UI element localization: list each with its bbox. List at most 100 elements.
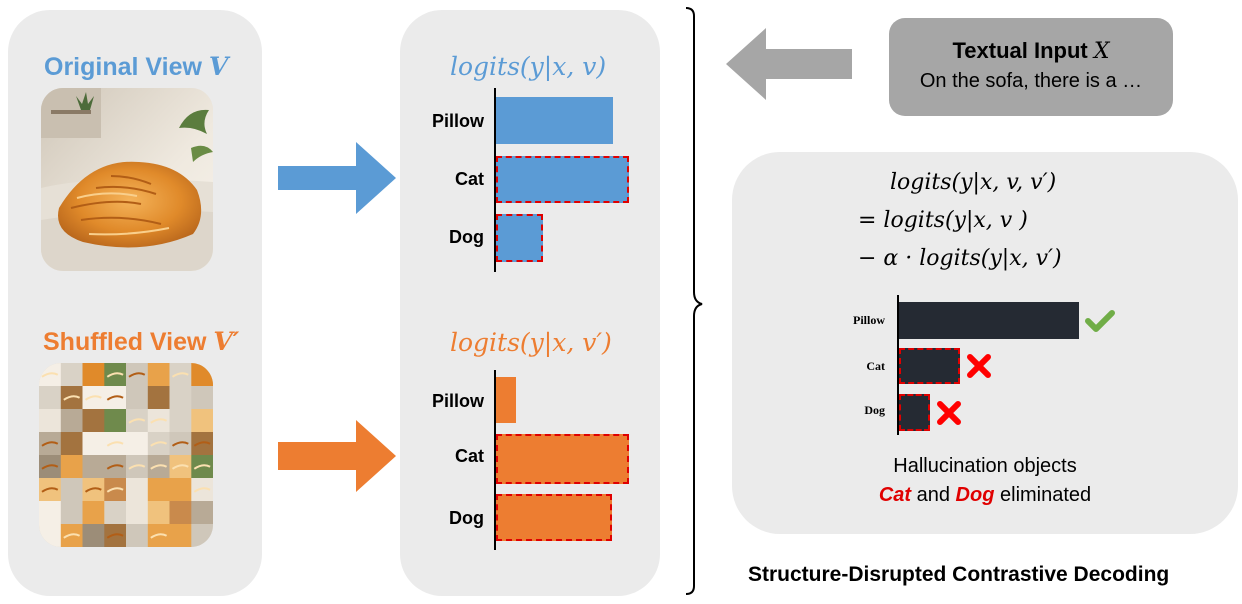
image-patch — [126, 524, 149, 547]
image-patch — [60, 386, 84, 410]
fur-stroke — [106, 464, 124, 470]
textual-input-title-text: Textual Input — [952, 38, 1088, 63]
textual-input-text: On the sofa, there is a … — [919, 70, 1143, 92]
image-patch — [82, 501, 105, 525]
image-patch — [39, 478, 62, 502]
fur-stroke — [106, 372, 124, 378]
image-patch — [104, 432, 127, 456]
image-patch — [82, 455, 105, 479]
image-patch — [39, 363, 62, 387]
fur-stroke — [41, 487, 59, 493]
image-patch — [104, 409, 127, 433]
bracket-icon — [685, 7, 703, 595]
image-patch — [82, 478, 105, 502]
image-patch — [39, 455, 62, 479]
caption-line-1: Hallucination objects — [893, 455, 1077, 477]
image-patch — [82, 386, 105, 410]
original-view-title-text: Original View — [44, 53, 202, 81]
image-patch — [104, 363, 127, 387]
original-view-symbol: V — [208, 52, 229, 81]
image-patch — [169, 363, 192, 387]
shuffled-view-title: Shuffled View V′ — [43, 327, 239, 357]
original-logits-axis — [494, 88, 496, 272]
fur-stroke — [128, 464, 146, 470]
fur-stroke — [150, 464, 168, 470]
caption-highlight-dog: Dog — [955, 484, 995, 506]
image-patch — [191, 363, 213, 387]
image-patch — [191, 455, 213, 479]
original-bar-dog — [496, 214, 543, 262]
image-patch — [191, 501, 213, 525]
fur-stroke — [63, 395, 81, 401]
caption: Hallucination objects Cat and Dog elimin… — [732, 452, 1238, 510]
method-title: Structure-Disrupted Contrastive Decoding — [748, 563, 1170, 586]
caption-and: and — [916, 484, 950, 506]
fur-stroke — [193, 464, 211, 470]
image-patch — [147, 432, 171, 456]
image-patch — [147, 501, 171, 525]
textual-input-box: Textual Input X On the sofa, there is a … — [889, 18, 1173, 116]
cross-icon — [937, 401, 961, 425]
fur-stroke — [193, 487, 211, 493]
image-patch — [191, 432, 213, 456]
shuffled-bar-pillow — [496, 377, 516, 423]
image-patch — [82, 432, 105, 456]
image-patch — [82, 524, 105, 547]
original-label-cat: Cat — [454, 169, 484, 189]
shuffled-view-symbol: V′ — [213, 327, 240, 356]
original-bar-pillow — [496, 97, 613, 144]
shuffled-logits-axis — [494, 370, 496, 550]
image-patch — [169, 455, 192, 479]
contrastive-logits-axis — [897, 295, 899, 435]
contrastive-bar-pillow — [899, 302, 1079, 339]
original-arrow-icon — [278, 142, 396, 214]
shuffled-label-cat: Cat — [454, 446, 484, 466]
caption-line-2: Cat and Dog eliminated — [732, 481, 1238, 510]
image-patch — [104, 501, 127, 525]
image-patch — [169, 386, 192, 410]
image-patch — [126, 455, 149, 479]
image-patch — [104, 386, 127, 410]
image-patch — [82, 409, 105, 433]
fur-stroke — [41, 464, 59, 470]
contrastive-bar-dog — [899, 394, 930, 431]
image-patch — [60, 432, 84, 456]
check-icon — [1085, 310, 1115, 332]
pillow-photo — [41, 88, 213, 271]
original-logits-heading: logits(y|x, v) — [450, 52, 607, 81]
image-patch — [191, 409, 213, 433]
fur-stroke — [84, 487, 102, 493]
fur-stroke — [171, 441, 189, 447]
formula-line-1: logits(y|x, v, v′) — [890, 170, 1057, 195]
image-patch — [126, 501, 149, 525]
shuffled-patches — [39, 363, 213, 547]
original-bar-cat — [496, 156, 629, 203]
shuffled-view-image — [39, 363, 213, 547]
image-patch — [39, 501, 62, 525]
fur-stroke — [171, 372, 189, 378]
shuffled-label-pillow: Pillow — [431, 391, 484, 411]
formula-panel — [732, 152, 1238, 534]
shuffled-arrow-icon — [278, 420, 396, 492]
image-patch — [147, 455, 171, 479]
fur-stroke — [41, 441, 59, 447]
contrastive-label-dog: Dog — [864, 403, 885, 417]
image-patch — [169, 432, 192, 456]
fur-stroke — [150, 533, 168, 539]
fur-stroke — [84, 395, 102, 401]
contrastive-label-cat: Cat — [866, 359, 885, 373]
image-patch — [126, 409, 149, 433]
formula-line-2: = logits(y|x, v ) — [858, 208, 1028, 233]
image-patch — [39, 432, 62, 456]
image-patch — [60, 478, 84, 502]
shuffled-bar-dog — [496, 494, 612, 541]
image-patch — [147, 478, 171, 502]
fur-stroke — [106, 395, 124, 401]
fur-stroke — [106, 533, 124, 539]
textual-input-title: Textual Input X — [889, 38, 1173, 64]
original-view-title: Original View V — [44, 52, 228, 82]
fur-stroke — [106, 441, 124, 447]
input-arrow-icon — [726, 28, 852, 100]
image-patch — [191, 386, 213, 410]
fur-stroke — [193, 441, 211, 447]
